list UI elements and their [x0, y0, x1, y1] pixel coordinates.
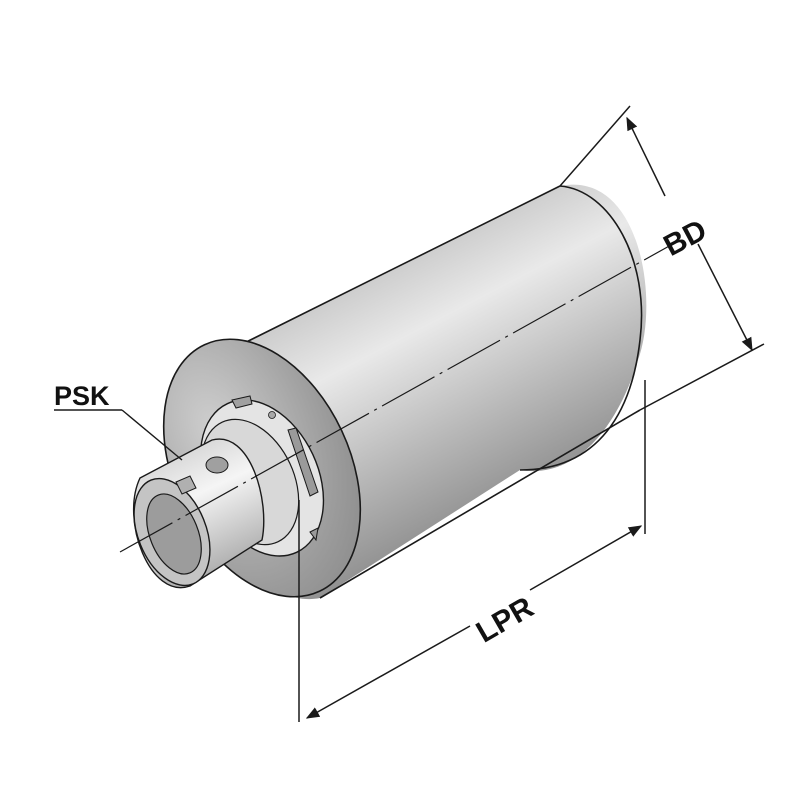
psk-callout: PSK [54, 381, 183, 461]
shank-nose [132, 438, 265, 589]
extension-lines [298, 105, 765, 722]
psk-label: PSK [54, 381, 110, 411]
lpr-label: LPR [471, 591, 540, 650]
centerline [119, 239, 681, 553]
